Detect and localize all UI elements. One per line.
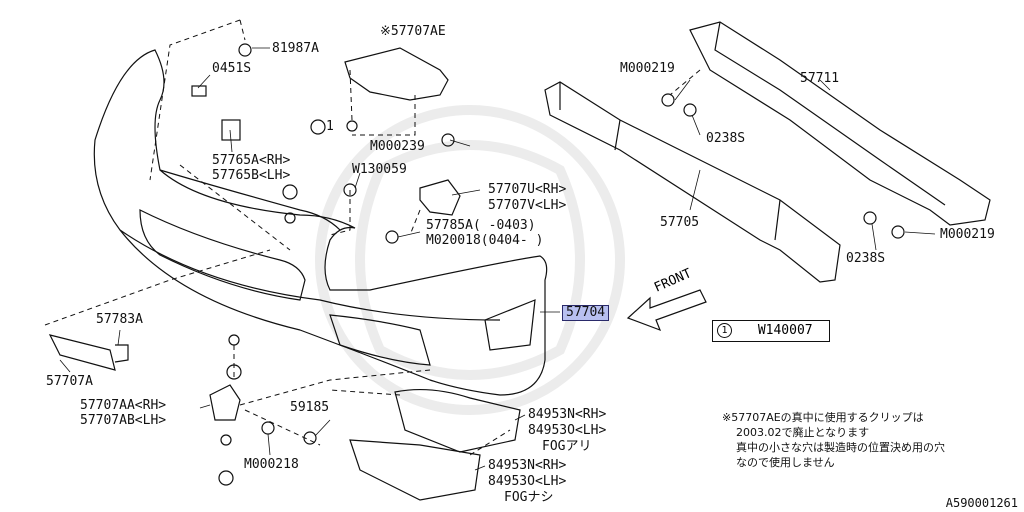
label-0451S: 0451S bbox=[212, 61, 252, 76]
side-bracket-57707A bbox=[48, 334, 116, 371]
label-57711: 57711 bbox=[800, 71, 840, 86]
label-57707AA: 57707AA<RH> bbox=[80, 398, 167, 413]
label-57704-highlight[interactable]: 57704 bbox=[562, 305, 610, 321]
label-0238S-bottom: 0238S bbox=[846, 251, 886, 266]
label-81987A: 81987A bbox=[272, 41, 319, 56]
label-57783A: 57783A bbox=[96, 312, 143, 327]
clip-W130059 bbox=[343, 183, 357, 197]
fog-cover-with-fog bbox=[394, 388, 521, 453]
label-57707AE: ※57707AE bbox=[380, 24, 446, 39]
label-57707U: 57707U<RH> bbox=[488, 182, 567, 197]
clip-lower-1 bbox=[228, 334, 240, 346]
clip-81987A bbox=[238, 43, 252, 57]
label-57707AB: 57707AB<LH> bbox=[80, 413, 167, 428]
label-84953O-fog: 84953O<LH> bbox=[528, 423, 607, 438]
note-line-3: 真中の小さな穴は製造時の位置決め用の穴 bbox=[736, 441, 945, 454]
bumper-cover-outline bbox=[93, 49, 548, 396]
label-57765B: 57765B<LH> bbox=[212, 168, 291, 183]
label-fog-yes: FOGアリ bbox=[542, 439, 592, 454]
bumper-grille-opening bbox=[139, 209, 306, 301]
energy-absorber bbox=[689, 21, 991, 226]
label-fog-no: FOGナシ bbox=[504, 490, 554, 505]
figure-id: A590001261 bbox=[945, 496, 1018, 510]
nut-0238S-top bbox=[683, 103, 697, 117]
label-M000219-top: M000219 bbox=[620, 61, 675, 76]
label-59185: 59185 bbox=[290, 400, 330, 415]
bolt-M000218 bbox=[261, 421, 275, 435]
fog-opening bbox=[329, 314, 431, 366]
label-57785A: 57785A( -0403) bbox=[426, 218, 536, 233]
label-M000218: M000218 bbox=[244, 457, 299, 472]
guide-lines bbox=[44, 19, 701, 456]
label-0238S-top: 0238S bbox=[706, 131, 746, 146]
label-84953N-fog: 84953N<RH> bbox=[528, 407, 607, 422]
clip-lower-2 bbox=[220, 434, 232, 446]
bolt-M000219-bottom bbox=[891, 225, 905, 239]
nut-0238S-bottom bbox=[863, 211, 877, 225]
lower-bracket-57707AA bbox=[209, 384, 241, 421]
legend-symbol: 1 bbox=[717, 323, 732, 338]
label-57765A: 57765A<RH> bbox=[212, 153, 291, 168]
bolt-57785A bbox=[385, 230, 399, 244]
bracket-57707U bbox=[419, 179, 461, 216]
leader-lines bbox=[59, 47, 936, 471]
label-57707V: 57707V<LH> bbox=[488, 198, 567, 213]
bolt-M000219-top bbox=[661, 93, 675, 107]
legend-box: 1 W140007 bbox=[712, 320, 830, 342]
callout-circle-1b bbox=[282, 184, 298, 200]
front-arrow-icon bbox=[626, 289, 707, 332]
callout-1-top: 1 bbox=[326, 119, 334, 134]
label-W130059: W130059 bbox=[352, 162, 407, 177]
callout-circle-1a bbox=[310, 119, 326, 135]
note-line-4: なので使用しません bbox=[736, 456, 835, 469]
fog-cover-without-fog bbox=[349, 439, 481, 501]
clip-0451S bbox=[191, 85, 207, 97]
label-M000219-bottom: M000219 bbox=[940, 227, 995, 242]
bumper-lower-line bbox=[119, 229, 501, 321]
bumper-upper-edge bbox=[159, 169, 341, 231]
note-text: ※57707AEの真中に使用するクリップは 2003.02で廃止となります 真中… bbox=[722, 410, 945, 470]
label-84953N-nofog: 84953N<RH> bbox=[488, 458, 567, 473]
legend-code: W140007 bbox=[757, 323, 813, 338]
bolt-M000239-lower bbox=[441, 133, 455, 147]
center-cover-57707AE bbox=[344, 47, 449, 101]
reinforcement-beam bbox=[544, 81, 841, 283]
label-57707A: 57707A bbox=[46, 374, 93, 389]
label-57705: 57705 bbox=[660, 215, 700, 230]
label-M000239: M000239 bbox=[370, 139, 425, 154]
label-84953O-nofog: 84953O<LH> bbox=[488, 474, 567, 489]
watermark-emblem bbox=[315, 105, 625, 415]
clip-upper-1 bbox=[284, 212, 296, 224]
note-line-2: 2003.02で廃止となります bbox=[736, 426, 870, 439]
label-M020018: M020018(0404- ) bbox=[426, 233, 544, 248]
bolt-M000239 bbox=[346, 120, 358, 132]
right-fog-opening bbox=[484, 299, 536, 351]
note-line-1: ※57707AEの真中に使用するクリップは bbox=[722, 411, 924, 424]
callout-circle-1d bbox=[218, 470, 234, 486]
